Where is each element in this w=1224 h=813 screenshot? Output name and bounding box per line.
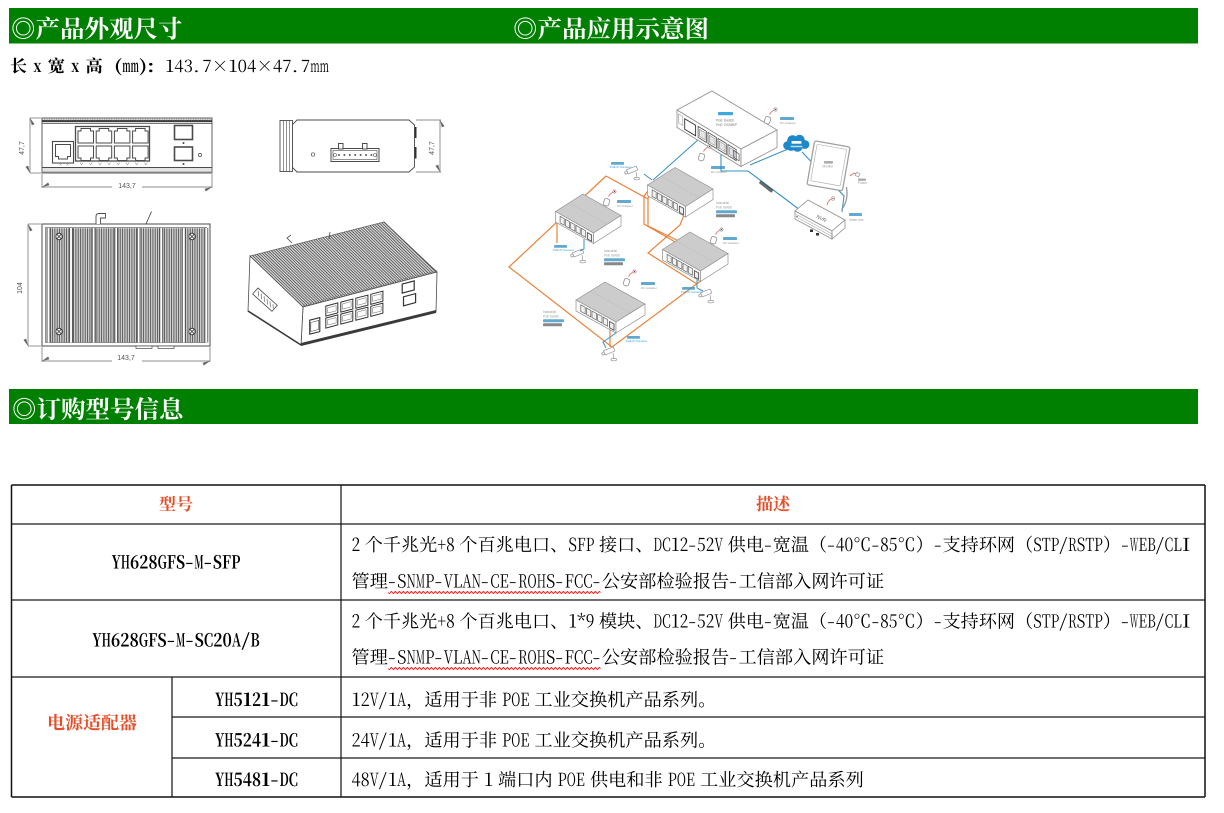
svg-text:PoE 2V26BP: PoE 2V26BP: [716, 123, 738, 127]
svg-text:NVR: NVR: [815, 214, 827, 224]
svg-text:Video line: Video line: [849, 218, 864, 222]
svg-text:DC Adapter: DC Adapter: [723, 241, 739, 245]
svg-text:Power: Power: [858, 181, 868, 185]
svg-text:143,7: 143,7: [117, 355, 135, 362]
svg-text:PoE Switch: PoE Switch: [716, 119, 734, 123]
svg-text:PoE Switch: PoE Switch: [716, 205, 733, 209]
svg-text:Industrial: Industrial: [543, 310, 556, 314]
svg-text:143,7: 143,7: [118, 183, 136, 190]
svg-text:Industrial: Industrial: [604, 249, 617, 253]
svg-text:Monitor: Monitor: [823, 165, 835, 169]
svg-text:DC Adapter: DC Adapter: [711, 170, 727, 174]
svg-text:PoE Switch: PoE Switch: [604, 253, 621, 257]
svg-text:DC Adapter: DC Adapter: [641, 286, 657, 290]
svg-text:47,7: 47,7: [429, 141, 436, 155]
svg-text:47,7: 47,7: [19, 141, 26, 155]
svg-text:PoE IP Camera: PoE IP Camera: [610, 165, 631, 169]
svg-text:PoE IP Camera: PoE IP Camera: [626, 339, 647, 343]
svg-text:PoE IP Camera: PoE IP Camera: [681, 290, 702, 294]
svg-text:DC Adapter: DC Adapter: [617, 204, 633, 208]
svg-text:PoE IP Camera: PoE IP Camera: [553, 248, 574, 252]
svg-text:Industrial: Industrial: [716, 201, 729, 205]
svg-text:104: 104: [17, 282, 24, 294]
svg-text:PoE Switch: PoE Switch: [543, 314, 560, 318]
svg-text:DC Adapter: DC Adapter: [780, 121, 796, 125]
